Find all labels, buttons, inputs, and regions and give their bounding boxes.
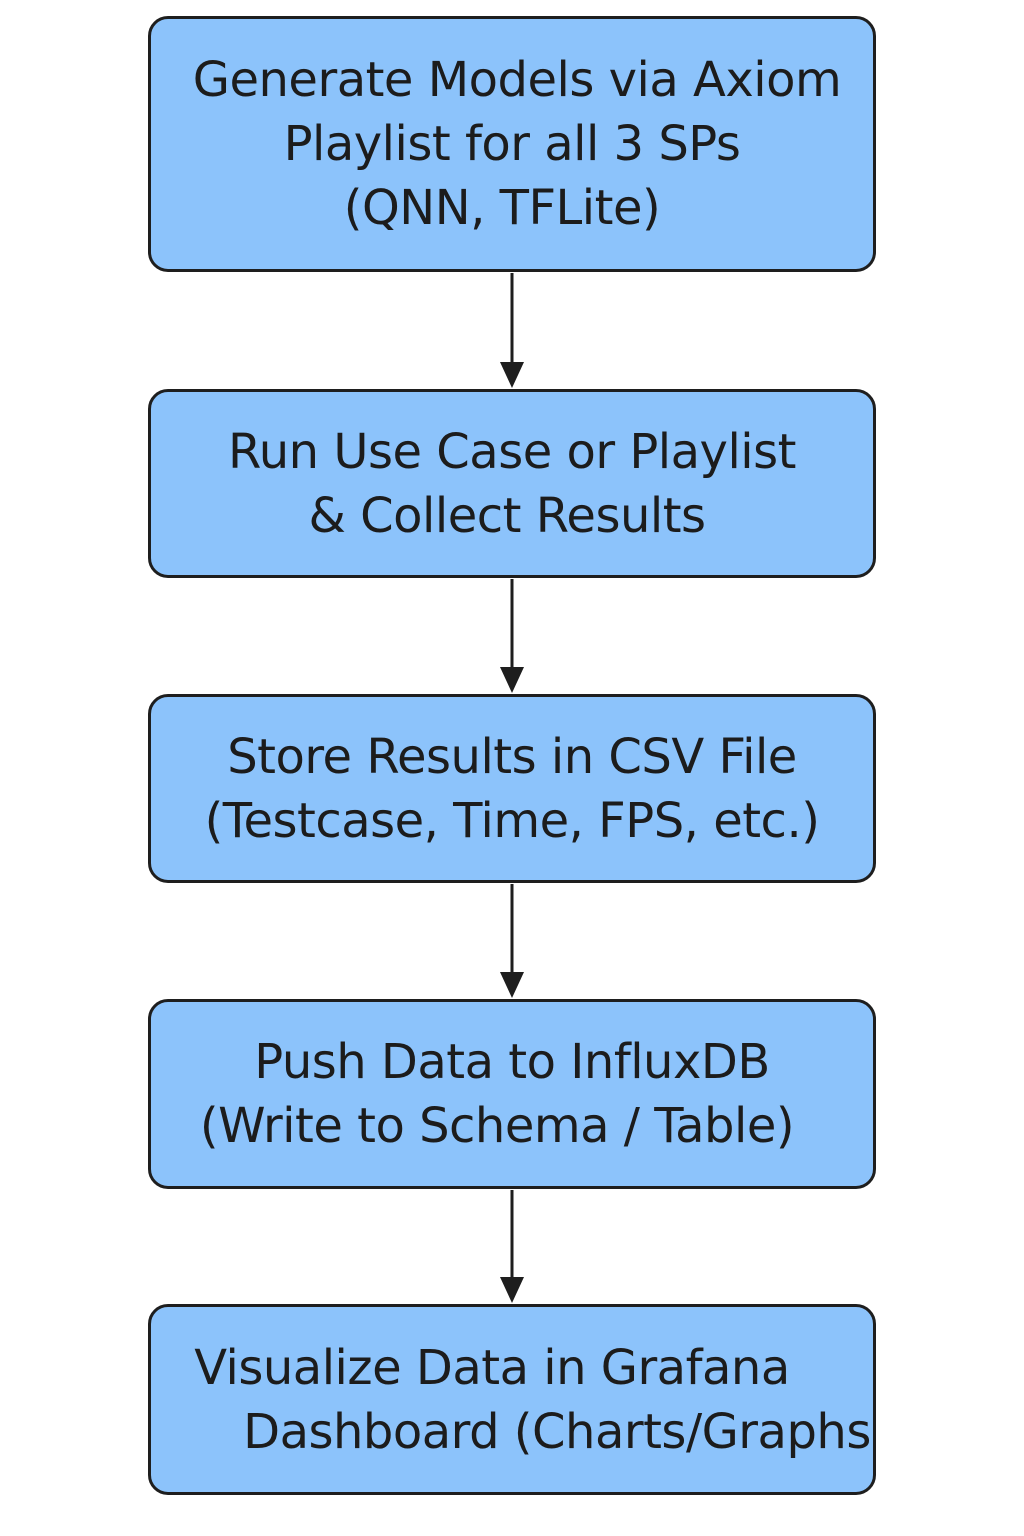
arrow-1-to-2 — [500, 273, 524, 388]
arrow-head-icon — [500, 667, 524, 693]
step-generate-models: Generate Models via Axiom Playlist for a… — [148, 16, 876, 272]
arrow-head-icon — [500, 362, 524, 388]
step-text-line: Playlist for all 3 SPs — [283, 116, 741, 172]
step-text-line: Store Results in CSV File — [227, 728, 797, 785]
step-store-results: Store Results in CSV File (Testcase, Tim… — [148, 694, 876, 883]
step-text-line: Visualize Data in Grafana — [194, 1339, 790, 1396]
step-run-use-case: Run Use Case or Playlist & Collect Resul… — [148, 389, 876, 578]
step-text-line: (Testcase, Time, FPS, etc.) — [204, 792, 820, 849]
arrow-head-icon — [500, 1277, 524, 1303]
step-text-line: Run Use Case or Playlist — [228, 423, 796, 480]
arrow-4-to-5 — [500, 1190, 524, 1303]
step-text-line: Generate Models via Axiom — [192, 52, 842, 108]
step-text-line: & Collect Results — [308, 487, 706, 544]
step-text-line: Push Data to InfluxDB — [254, 1034, 770, 1090]
arrow-2-to-3 — [500, 579, 524, 693]
step-text-line: Dashboard (Charts/Graphs — [243, 1403, 871, 1460]
step-text-line: (QNN, TFLite) — [343, 180, 661, 236]
arrow-3-to-4 — [500, 884, 524, 998]
step-text-line: (Write to Schema / Table) — [199, 1098, 795, 1154]
arrow-head-icon — [500, 972, 524, 998]
step-push-data: Push Data to InfluxDB (Write to Schema /… — [148, 999, 876, 1189]
step-visualize-data: Visualize Data in Grafana Dashboard (Cha… — [148, 1304, 876, 1495]
